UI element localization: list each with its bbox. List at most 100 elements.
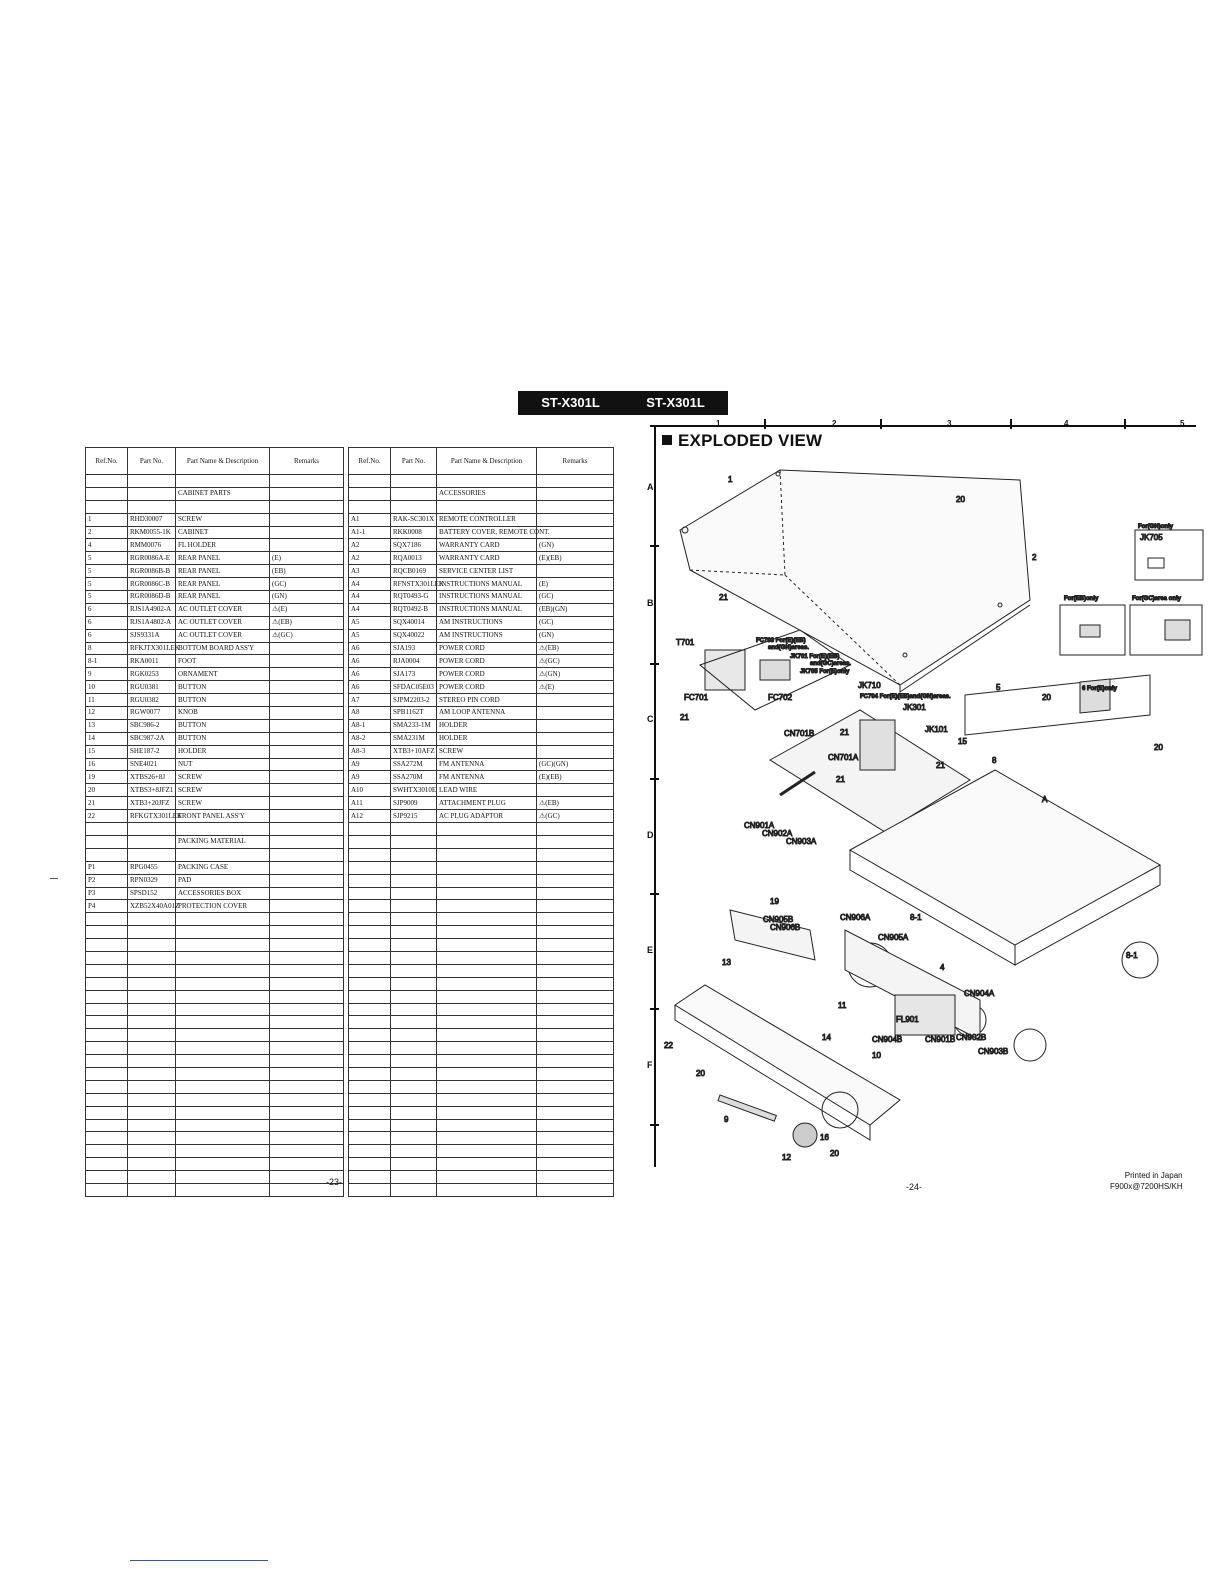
table-cell: LEAD WIRE xyxy=(436,783,537,798)
table-cell xyxy=(390,860,437,875)
table-cell xyxy=(175,1015,270,1030)
table-cell: AC OUTLET COVER xyxy=(175,615,270,630)
table-cell xyxy=(269,1066,344,1081)
table-cell: SERVICE CENTER LIST xyxy=(436,564,537,579)
table-row xyxy=(85,499,344,514)
callout-19: 19 xyxy=(770,897,779,906)
table-cell xyxy=(269,1015,344,1030)
table-row xyxy=(85,1118,344,1133)
table-cell xyxy=(127,912,176,927)
table-cell: ⚠(E) xyxy=(536,680,614,695)
table-cell: A5 xyxy=(348,628,391,643)
table-cell xyxy=(127,1092,176,1107)
table-cell: RPG0455 xyxy=(127,860,176,875)
table-cell: A7 xyxy=(348,693,391,708)
table-cell: 4 xyxy=(85,538,128,553)
table-cell xyxy=(348,1041,391,1056)
grid-row-label: C xyxy=(647,714,654,724)
table-cell: SJS9331A xyxy=(127,628,176,643)
table-cell: FRONT PANEL ASS'Y xyxy=(175,809,270,824)
table-cell xyxy=(127,976,176,991)
callout-22: 22 xyxy=(664,1041,673,1050)
table-cell xyxy=(127,938,176,952)
grid-row-label: A xyxy=(647,482,654,492)
table-row xyxy=(348,474,614,488)
table-cell xyxy=(175,1118,270,1133)
table-cell xyxy=(85,1002,128,1017)
table-row xyxy=(85,1182,344,1197)
table-cell: SCREW xyxy=(175,770,270,785)
table-row xyxy=(85,950,344,965)
table-cell xyxy=(348,474,391,488)
table-cell: 8 xyxy=(85,641,128,656)
table-cell xyxy=(348,499,391,514)
table-cell xyxy=(85,1015,128,1030)
table-cell xyxy=(85,1118,128,1133)
table-cell: AM INSTRUCTIONS xyxy=(436,615,537,630)
table-cell xyxy=(536,1144,614,1159)
callout-cn904a: CN904A xyxy=(964,989,995,998)
grid-col-tick xyxy=(1010,419,1012,429)
table-cell xyxy=(348,1054,391,1068)
table-cell xyxy=(348,1157,391,1172)
table-cell: A6 xyxy=(348,680,391,695)
table-cell xyxy=(390,499,437,514)
table-cell xyxy=(127,1182,176,1197)
table-cell xyxy=(390,822,437,836)
callout-4: 4 xyxy=(940,963,945,972)
table-cell xyxy=(348,1028,391,1043)
table-cell: SMA231M xyxy=(390,731,437,746)
table-cell xyxy=(348,976,391,991)
grid-col-tick xyxy=(764,419,766,429)
table-cell xyxy=(390,1066,437,1081)
table-cell xyxy=(348,860,391,875)
table-row xyxy=(85,1170,344,1184)
table-cell: BATTERY COVER, REMOTE CONT. xyxy=(436,525,550,540)
table-cell xyxy=(269,925,344,940)
table-cell xyxy=(85,474,128,488)
table-cell xyxy=(269,1092,344,1107)
table-cell xyxy=(390,976,437,991)
table-cell: AM LOOP ANTENNA xyxy=(436,706,537,720)
table-cell xyxy=(536,1105,614,1120)
table-cell: SSA270M xyxy=(390,770,437,785)
table-cell xyxy=(85,1131,128,1146)
table-cell xyxy=(536,1092,614,1107)
table-cell xyxy=(348,873,391,888)
table-cell: SMA233-1M xyxy=(390,718,437,733)
table-cell xyxy=(436,474,537,488)
table-cell xyxy=(175,963,270,978)
table-row xyxy=(85,1079,344,1094)
table-cell: A6 xyxy=(348,641,391,656)
table-cell: A1-1 xyxy=(348,525,391,540)
table-cell: RGU0381 xyxy=(127,680,176,695)
table-cell xyxy=(269,1118,344,1133)
table-cell xyxy=(536,1066,614,1081)
table-cell xyxy=(436,963,537,978)
table-cell: 6 xyxy=(85,602,128,617)
table-header-row: Ref.No. Part No. Part Name & Description… xyxy=(85,447,344,475)
table-cell: ⚠(EB) xyxy=(269,615,344,630)
table-cell xyxy=(536,731,614,746)
callout-2: 2 xyxy=(1032,553,1037,562)
grid-row-label: D xyxy=(647,830,654,840)
table-cell xyxy=(175,1144,270,1159)
table-cell xyxy=(269,1131,344,1146)
table-row: CABINET PARTS xyxy=(85,486,344,501)
table-cell xyxy=(536,486,614,501)
callout-8-1: 8-1 xyxy=(910,913,922,922)
table-row xyxy=(85,976,344,991)
table-cell xyxy=(436,1092,537,1107)
table-cell xyxy=(348,925,391,940)
table-cell xyxy=(436,1041,537,1056)
callout-cn906a: CN906A xyxy=(840,913,871,922)
table-cell: SJP9009 xyxy=(390,796,437,811)
callout-21: 21 xyxy=(719,593,728,602)
